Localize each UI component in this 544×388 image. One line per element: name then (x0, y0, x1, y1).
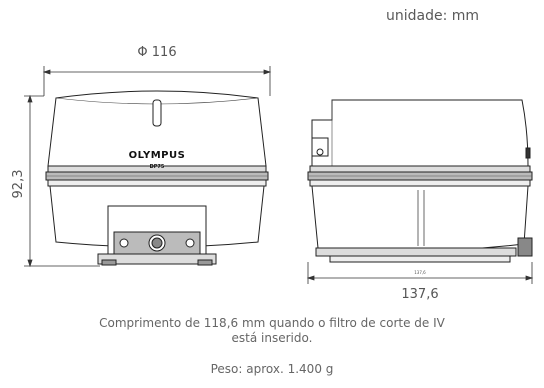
front-model-label: DP75 (150, 164, 165, 170)
front-height-dimension (24, 94, 100, 268)
side-length-label: 137,6 (401, 287, 438, 302)
front-brand-logo: OLYMPUS (129, 150, 186, 161)
weight-label: Peso: aprox. 1.400 g (210, 362, 334, 376)
front-view (45, 90, 269, 266)
footnote-line-2: está inserido. (231, 331, 313, 345)
front-width-dimension (42, 66, 272, 96)
side-length-dimension (306, 262, 534, 284)
footnote-line-1: Comprimento de 118,6 mm quando o filtro … (99, 316, 445, 330)
front-height-label: 92,3 (11, 170, 26, 199)
front-width-label: Φ 116 (137, 45, 176, 60)
side-view (307, 99, 533, 263)
footnote: Comprimento de 118,6 mm quando o filtro … (0, 316, 544, 346)
side-length-small-label: 137,6 (414, 270, 426, 275)
units-label: unidade: mm (386, 8, 480, 24)
